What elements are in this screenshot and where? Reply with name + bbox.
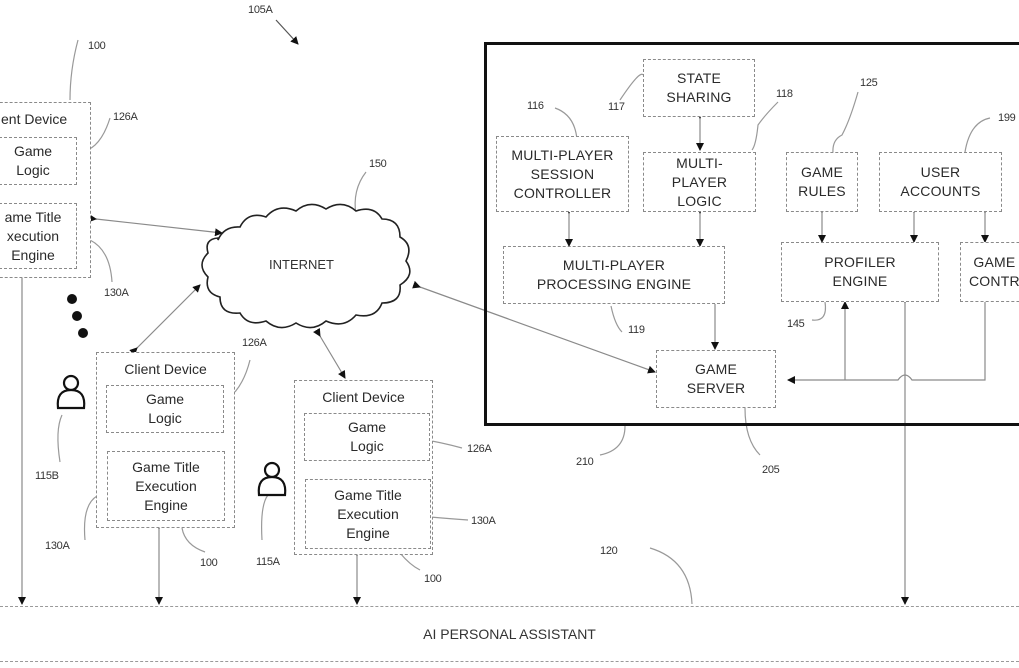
ref-user-115a: 115A	[256, 556, 280, 568]
figure-ref: 105A	[248, 4, 273, 16]
ref-processing-engine: 119	[628, 324, 645, 336]
ref-internet: 150	[369, 158, 387, 170]
user-icon	[257, 461, 287, 497]
game-title-execution-engine-box: Game Title Execution Engine	[107, 451, 225, 521]
game-rules-box: GAME RULES	[786, 152, 858, 212]
game-logic-box: Game Logic	[0, 137, 77, 185]
ai-personal-assistant-bar: AI PERSONAL ASSISTANT	[0, 606, 1019, 662]
ref-game-rules: 125	[860, 77, 878, 89]
device-title: Client Device	[124, 361, 207, 377]
ref-device-3: 100	[424, 573, 442, 585]
assistant-label: AI PERSONAL ASSISTANT	[423, 626, 596, 642]
ref-device-2: 100	[200, 557, 218, 569]
ref-multiplayer-logic: 118	[776, 88, 793, 100]
fig-ref-arrow	[275, 19, 299, 45]
game-controller-box: GAME CONTR	[960, 242, 1019, 302]
client-device-2: Client Device Game Logic Game Title Exec…	[96, 352, 235, 528]
game-title-execution-engine-box: ame Title xecution Engine	[0, 203, 77, 269]
ref-user-accounts: 199	[998, 112, 1016, 124]
ref-server-system: 210	[576, 456, 594, 468]
game-title-execution-engine-box: Game Title Execution Engine	[305, 479, 431, 549]
ref-engine-2: 130A	[45, 540, 70, 552]
ref-logic-1: 126A	[113, 111, 138, 123]
internet-label: INTERNET	[269, 257, 334, 272]
ellipsis-dot	[78, 328, 88, 338]
ref-engine-1: 130A	[104, 287, 129, 299]
ellipsis-dot	[67, 294, 77, 304]
link-device2-internet	[129, 284, 201, 356]
ref-game-server: 205	[762, 464, 780, 476]
game-logic-box: Game Logic	[106, 385, 224, 433]
ref-profiler-engine: 145	[787, 318, 805, 330]
ellipsis-dot	[72, 311, 82, 321]
device-title: Client Device	[322, 389, 405, 405]
link-device3-internet	[312, 327, 346, 379]
link-internet-server	[412, 280, 656, 374]
ref-engine-3: 130A	[471, 515, 496, 527]
user-icon	[56, 374, 86, 410]
link-device1-internet	[88, 214, 223, 237]
ref-state-sharing: 117	[608, 101, 625, 113]
ref-logic-3: 126A	[467, 443, 492, 455]
ref-assistant: 120	[600, 545, 618, 557]
ref-session-controller: 116	[527, 100, 544, 112]
game-server-box: GAME SERVER	[656, 350, 776, 408]
server-system-frame	[484, 42, 1019, 426]
processing-engine-box: MULTI-PLAYER PROCESSING ENGINE	[503, 246, 725, 304]
user-accounts-box: USER ACCOUNTS	[879, 152, 1002, 212]
client-device-1: ent Device Game Logic ame Title xecution…	[0, 102, 91, 278]
profiler-engine-box: PROFILER ENGINE	[781, 242, 939, 302]
session-controller-box: MULTI-PLAYER SESSION CONTROLLER	[496, 136, 629, 212]
device-title: ent Device	[1, 111, 68, 127]
ref-device-1: 100	[88, 40, 106, 52]
multiplayer-logic-box: MULTI- PLAYER LOGIC	[643, 152, 756, 212]
ref-logic-2: 126A	[242, 337, 267, 349]
client-device-3: Client Device Game Logic Game Title Exec…	[294, 380, 433, 555]
game-logic-box: Game Logic	[304, 413, 430, 461]
ref-user-115b: 115B	[35, 470, 59, 482]
internet-cloud	[201, 203, 411, 329]
state-sharing-box: STATE SHARING	[643, 59, 755, 117]
